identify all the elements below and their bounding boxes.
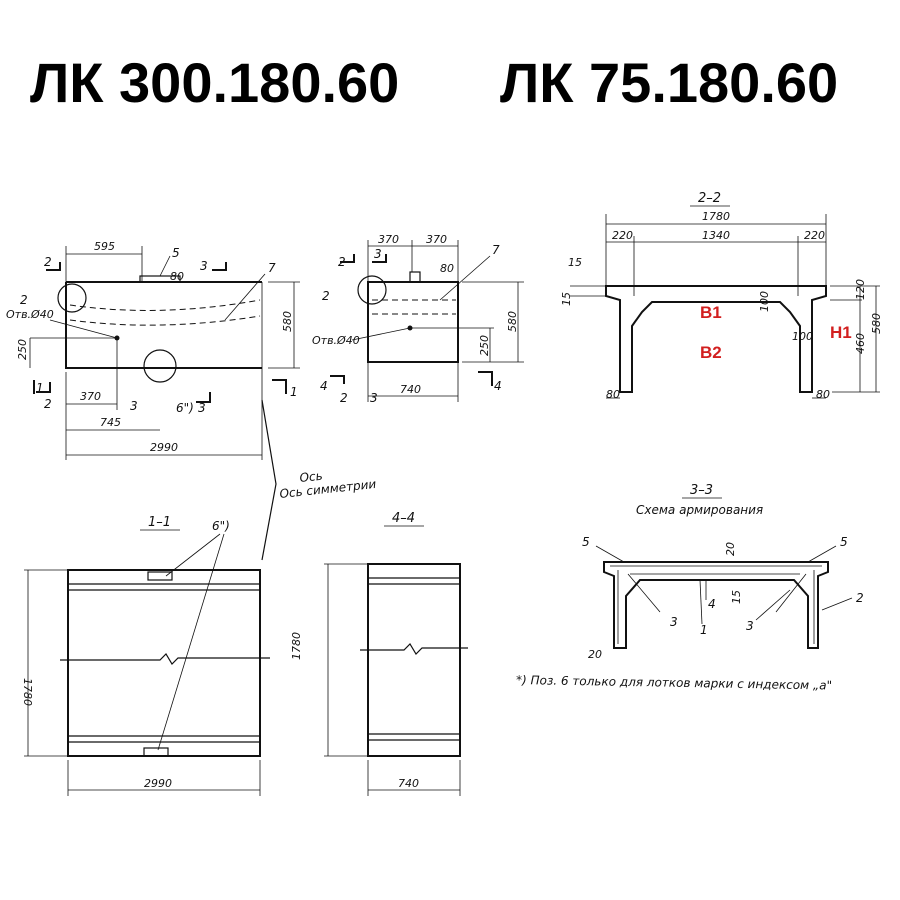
section-2-2-dim-100-bottom: 100 bbox=[792, 330, 813, 343]
section-2-2-dim-100-top: 100 bbox=[758, 291, 771, 312]
section-3-3-pos-3-left: 3 bbox=[670, 615, 678, 629]
view-a-elevation: 595 80 580 250 370 745 2990 5 7 2 Отв.Ø4… bbox=[6, 240, 300, 460]
section-4-4: 4–4 1780 740 bbox=[290, 511, 468, 796]
view-a-dim-80: 80 bbox=[170, 270, 184, 283]
section-2-2-dim-80-right: 80 bbox=[816, 388, 830, 401]
view-b-section-4-right: 4 bbox=[494, 379, 502, 393]
section-4-4-plan bbox=[367, 563, 461, 757]
axis-label: Ось симметрии bbox=[279, 477, 377, 501]
section-2-2-dim-80-left: 80 bbox=[606, 388, 620, 401]
view-a-pos-5: 5 bbox=[172, 246, 180, 260]
view-a-section-1-right: 1 bbox=[290, 385, 298, 399]
view-a-section-1-left: 1 bbox=[36, 381, 44, 395]
section-2-2: 2–2 1780 220 1340 220 15 15 120 580 bbox=[560, 191, 883, 401]
section-2-2-dim-15-top: 15 bbox=[568, 256, 582, 269]
section-3-3-dim-15: 15 bbox=[730, 590, 743, 604]
section-3-3-pos-5-left: 5 bbox=[582, 535, 590, 549]
view-a-dim-595: 595 bbox=[94, 240, 115, 253]
section-2-2-dim-220-right: 220 bbox=[804, 229, 825, 242]
view-b-outline bbox=[367, 281, 459, 363]
section-2-2-profile bbox=[605, 285, 827, 393]
section-3-3-title: 3–3 bbox=[690, 483, 713, 498]
axis-label-line1: Ось bbox=[299, 469, 323, 485]
view-b-pos-2: 2 bbox=[322, 289, 330, 303]
view-b-section-3-bottom: 3 bbox=[370, 391, 378, 405]
view-b-dim-740: 740 bbox=[400, 383, 421, 396]
section-1-1-title: 1–1 bbox=[148, 515, 171, 530]
section-1-1-pos-6: 6") bbox=[212, 519, 230, 533]
section-3-3-dim-20-top: 20 bbox=[724, 542, 737, 556]
axis-leader bbox=[261, 399, 277, 561]
view-b-section-4-left: 4 bbox=[320, 379, 328, 393]
view-a-pos-6: 6") bbox=[176, 401, 194, 415]
section-2-2-dim-1340: 1340 bbox=[702, 229, 730, 242]
view-b-elevation: 370 370 80 580 250 740 7 2 Отв.Ø40 2 3 4 bbox=[312, 233, 524, 405]
section-2-2-title: 2–2 bbox=[698, 191, 721, 206]
section-4-4-dim-740: 740 bbox=[398, 777, 419, 790]
title-lk-75: ЛК 75.180.60 bbox=[500, 51, 839, 114]
view-b-detail-circle-2 bbox=[357, 275, 387, 305]
view-a-section-3-top: 3 bbox=[200, 259, 208, 273]
view-a-dim-250: 250 bbox=[16, 339, 29, 360]
view-a-hole-label: Отв.Ø40 bbox=[6, 308, 54, 321]
view-b-pos-7: 7 bbox=[492, 243, 500, 257]
view-a-pos-7: 7 bbox=[268, 261, 276, 275]
view-a-dim-745: 745 bbox=[100, 416, 121, 429]
view-b-hole-label: Отв.Ø40 bbox=[312, 334, 360, 347]
section-1-1-plan bbox=[67, 569, 261, 757]
section-1-1-dim-1780: 1780 bbox=[21, 678, 34, 706]
marker-b2: B2 bbox=[700, 343, 722, 362]
section-1-1-dim-2990: 2990 bbox=[144, 777, 172, 790]
view-b-section-3-top: 3 bbox=[374, 247, 382, 261]
view-a-hidden-line-2 bbox=[69, 315, 261, 326]
section-1-1: 1–1 6") 1780 2990 bbox=[21, 515, 270, 796]
section-3-3-pos-4: 4 bbox=[708, 597, 716, 611]
section-2-2-dim-580: 580 bbox=[870, 313, 883, 334]
view-b-dim-370-right: 370 bbox=[426, 233, 447, 246]
section-3-3-pos-1: 1 bbox=[700, 623, 708, 637]
section-2-2-dim-1780: 1780 bbox=[702, 210, 730, 223]
view-b-section-2-top: 2 bbox=[338, 255, 346, 269]
view-b-dim-250: 250 bbox=[478, 335, 491, 356]
section-3-3-subtitle: Схема армирования bbox=[636, 503, 763, 517]
view-a-pos-3: 3 bbox=[130, 399, 138, 413]
view-b-dim-80: 80 bbox=[440, 262, 454, 275]
section-2-2-dim-220-left: 220 bbox=[612, 229, 633, 242]
section-3-3-pos-2: 2 bbox=[856, 591, 864, 605]
view-a-section-2-top: 2 bbox=[44, 255, 52, 269]
view-a-section-3-bottom: 3 bbox=[198, 401, 206, 415]
view-a-detail-circle-6 bbox=[143, 349, 177, 383]
view-a-hidden-line-1 bbox=[69, 299, 261, 311]
section-4-4-dim-1780: 1780 bbox=[290, 632, 303, 660]
section-2-2-dim-120: 120 bbox=[854, 279, 867, 300]
marker-b1: B1 bbox=[700, 303, 722, 322]
title-lk-300: ЛК 300.180.60 bbox=[30, 51, 400, 114]
section-3-3-pos-5-right: 5 bbox=[840, 535, 848, 549]
section-3-3-pos-3-right: 3 bbox=[746, 619, 754, 633]
view-b-dim-370-left: 370 bbox=[378, 233, 399, 246]
view-b-dim-580: 580 bbox=[506, 311, 519, 332]
section-2-2-dim-15-left: 15 bbox=[560, 292, 573, 306]
axis-of-symmetry: Ось Ось симметрии bbox=[261, 399, 377, 561]
view-a-detail-circle-2 bbox=[57, 283, 87, 313]
view-a-section-2-bottom: 2 bbox=[44, 397, 52, 411]
view-a-dim-2990: 2990 bbox=[150, 441, 178, 454]
footnote: *) Поз. 6 только для лотков марки с инде… bbox=[516, 673, 832, 693]
view-b-section-2-bottom: 2 bbox=[340, 391, 348, 405]
section-3-3: 3–3 Схема армирования 5 5 20 20 15 4 3 3… bbox=[516, 483, 864, 693]
section-3-3-profile bbox=[603, 561, 829, 649]
marker-h1: H1 bbox=[830, 323, 852, 342]
section-3-3-dim-20-bottom: 20 bbox=[588, 648, 602, 661]
view-a-pos-2: 2 bbox=[20, 293, 28, 307]
section-4-4-title: 4–4 bbox=[392, 511, 415, 526]
view-a-dim-580: 580 bbox=[281, 311, 294, 332]
view-a-dim-370: 370 bbox=[80, 390, 101, 403]
section-2-2-dim-460: 460 bbox=[854, 333, 867, 354]
